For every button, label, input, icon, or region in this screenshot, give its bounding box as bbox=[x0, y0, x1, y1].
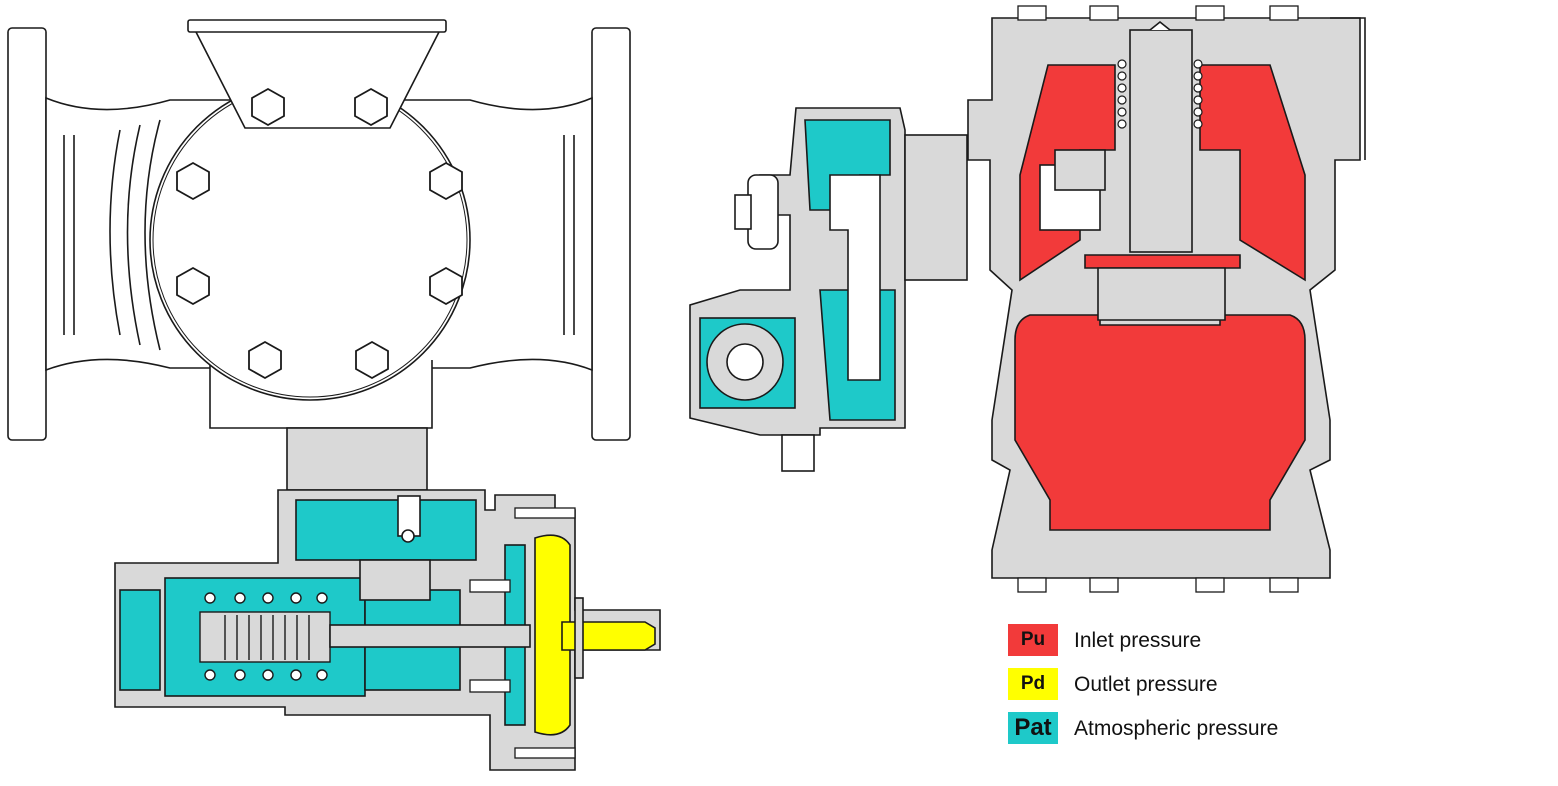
main-valve-cross-section bbox=[967, 5, 1366, 593]
legend-swatch-atmospheric: Pat bbox=[1008, 712, 1058, 744]
valve-body-top-view bbox=[7, 19, 631, 491]
bolt bbox=[251, 87, 285, 127]
right-flange bbox=[591, 27, 631, 441]
bolt bbox=[176, 161, 210, 201]
pilot-connector bbox=[286, 427, 428, 491]
side-connector bbox=[904, 134, 968, 281]
left-flange bbox=[7, 27, 47, 441]
adjust-knob bbox=[747, 174, 779, 250]
bolt bbox=[354, 87, 388, 127]
legend-swatch-outlet: Pd bbox=[1008, 668, 1058, 700]
side-pilot-section bbox=[689, 107, 968, 472]
legend-label-outlet: Outlet pressure bbox=[1074, 673, 1218, 696]
legend-item-outlet: Pd Outlet pressure bbox=[1008, 666, 1348, 710]
pilot-stem bbox=[329, 624, 531, 648]
legend-item-inlet: Pu Inlet pressure bbox=[1008, 622, 1348, 666]
bolt bbox=[429, 266, 463, 306]
pilot-spring bbox=[199, 592, 331, 681]
pilot-cross-section bbox=[114, 489, 661, 771]
bonnet-bolts bbox=[176, 87, 463, 380]
legend-item-atmospheric: Pat Atmospheric pressure bbox=[1008, 710, 1348, 754]
legend-label-atmospheric: Atmospheric pressure bbox=[1074, 717, 1279, 740]
bolt bbox=[248, 340, 282, 380]
outlet-diaphragm bbox=[534, 534, 656, 736]
main-valve-stem bbox=[1129, 29, 1193, 253]
pressure-legend: Pu Inlet pressure Pd Outlet pressure Pat… bbox=[1008, 622, 1348, 754]
bolt bbox=[176, 266, 210, 306]
valve-plug bbox=[1097, 267, 1226, 321]
legend-swatch-inlet: Pu bbox=[1008, 624, 1058, 656]
bolt bbox=[355, 340, 389, 380]
main-springs bbox=[1117, 59, 1203, 129]
housing-bolts bbox=[1017, 5, 1299, 593]
bolt bbox=[429, 161, 463, 201]
legend-label-inlet: Inlet pressure bbox=[1074, 629, 1202, 652]
